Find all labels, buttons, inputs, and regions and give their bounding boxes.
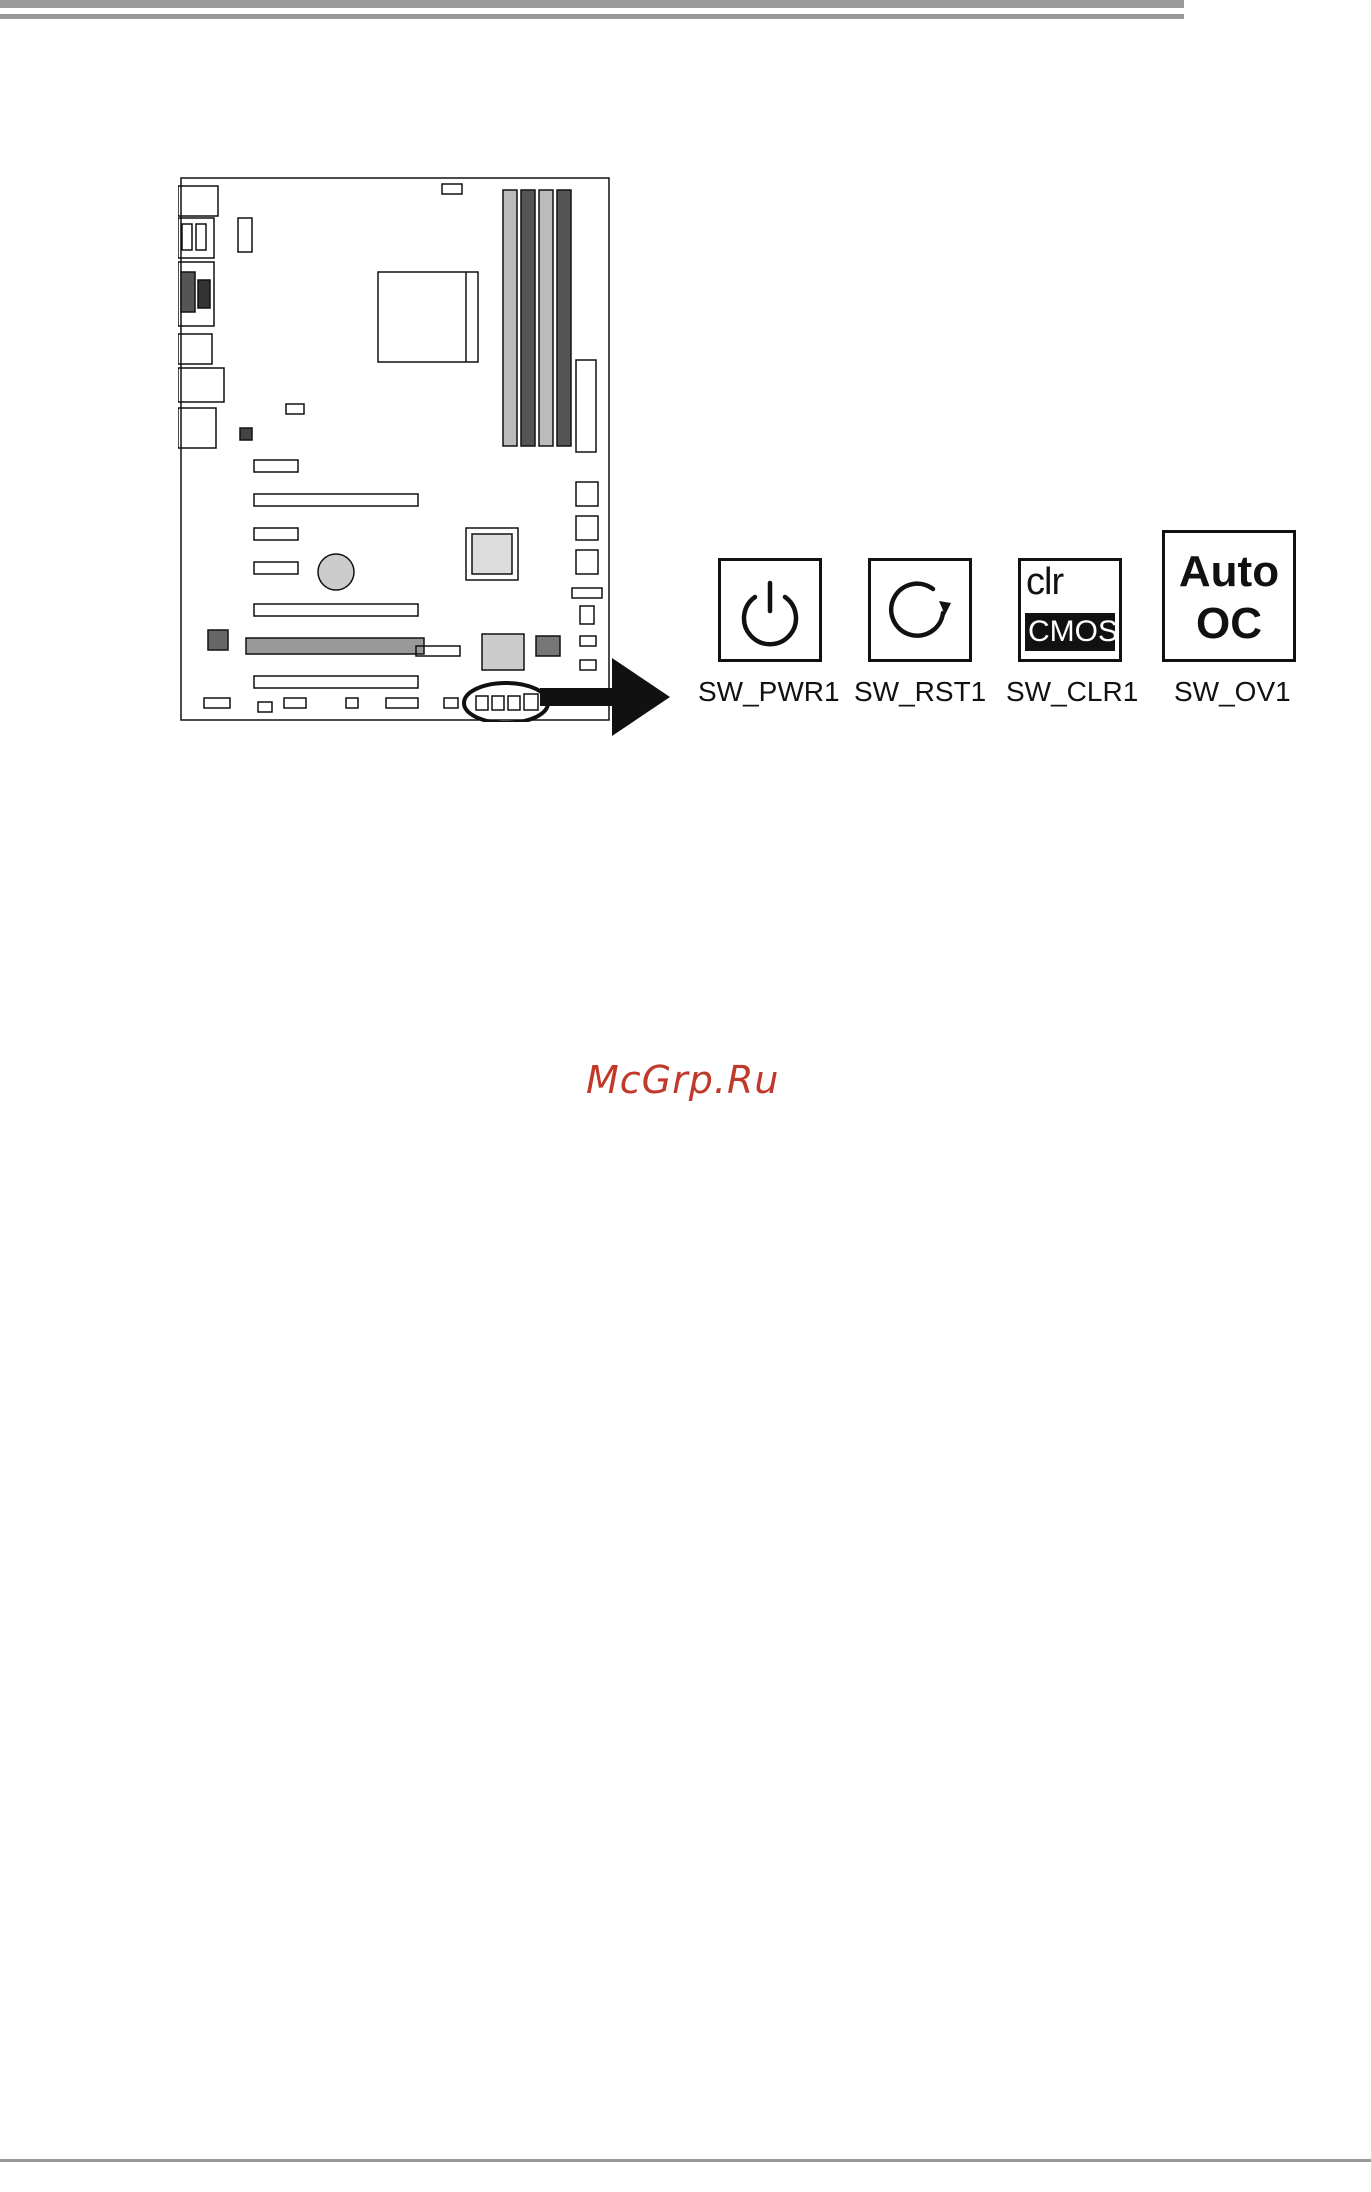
callout-arrow	[540, 658, 670, 741]
power-icon	[721, 561, 819, 659]
auto-oc-switch-box: Auto OC	[1162, 530, 1296, 662]
pcie-x16-1	[254, 494, 418, 506]
pcie-x1-3	[254, 562, 298, 574]
sw-clr1-label: SW_CLR1	[1006, 676, 1138, 708]
cpu-socket	[378, 272, 478, 362]
clr-cmos-switch-box: clr CMOS	[1018, 558, 1122, 662]
sata-3	[576, 550, 598, 574]
auto-text: Auto	[1165, 547, 1293, 597]
dimm-slot-1	[503, 190, 517, 446]
cmos-bar: CMOS	[1025, 613, 1115, 651]
pci-slot	[246, 638, 424, 654]
reset-icon	[871, 561, 969, 659]
mini-switch-clr	[508, 696, 520, 710]
cmos-text: CMOS	[1028, 615, 1118, 649]
sata-2	[576, 516, 598, 540]
motherboard-outline	[178, 176, 614, 722]
mini-switch-pwr	[476, 696, 488, 710]
super-io	[482, 634, 524, 670]
footer-rule	[0, 2159, 1371, 2162]
sata-1	[576, 482, 598, 506]
header-rule-thin	[0, 14, 1184, 19]
motherboard-diagram	[178, 176, 614, 727]
mini-switch-ov	[524, 694, 538, 710]
atx-power	[576, 360, 596, 452]
pcie-x16-3	[254, 676, 418, 688]
rear-io-lan	[178, 334, 212, 364]
cmos-battery	[318, 554, 354, 590]
mini-switch-rst	[492, 696, 504, 710]
sw-pwr1-label: SW_PWR1	[698, 676, 840, 708]
pcie-x1-1	[254, 460, 298, 472]
oc-text: OC	[1165, 599, 1293, 649]
rear-io-1	[178, 186, 218, 216]
dimm-slot-2	[521, 190, 535, 446]
pcie-x16-2	[254, 604, 418, 616]
dimm-slot-4	[557, 190, 571, 446]
pcie-x1-2	[254, 528, 298, 540]
header-rule-thick	[0, 0, 1184, 8]
sw-ov1-label: SW_OV1	[1174, 676, 1291, 708]
watermark-text: McGrp.Ru	[586, 1058, 779, 1102]
power-switch-box	[718, 558, 822, 662]
reset-switch-box	[868, 558, 972, 662]
rear-io-audio	[178, 408, 216, 448]
clr-text: clr	[1026, 561, 1063, 604]
sw-rst1-label: SW_RST1	[854, 676, 986, 708]
dimm-slot-3	[539, 190, 553, 446]
rear-io-usb2	[178, 368, 224, 402]
